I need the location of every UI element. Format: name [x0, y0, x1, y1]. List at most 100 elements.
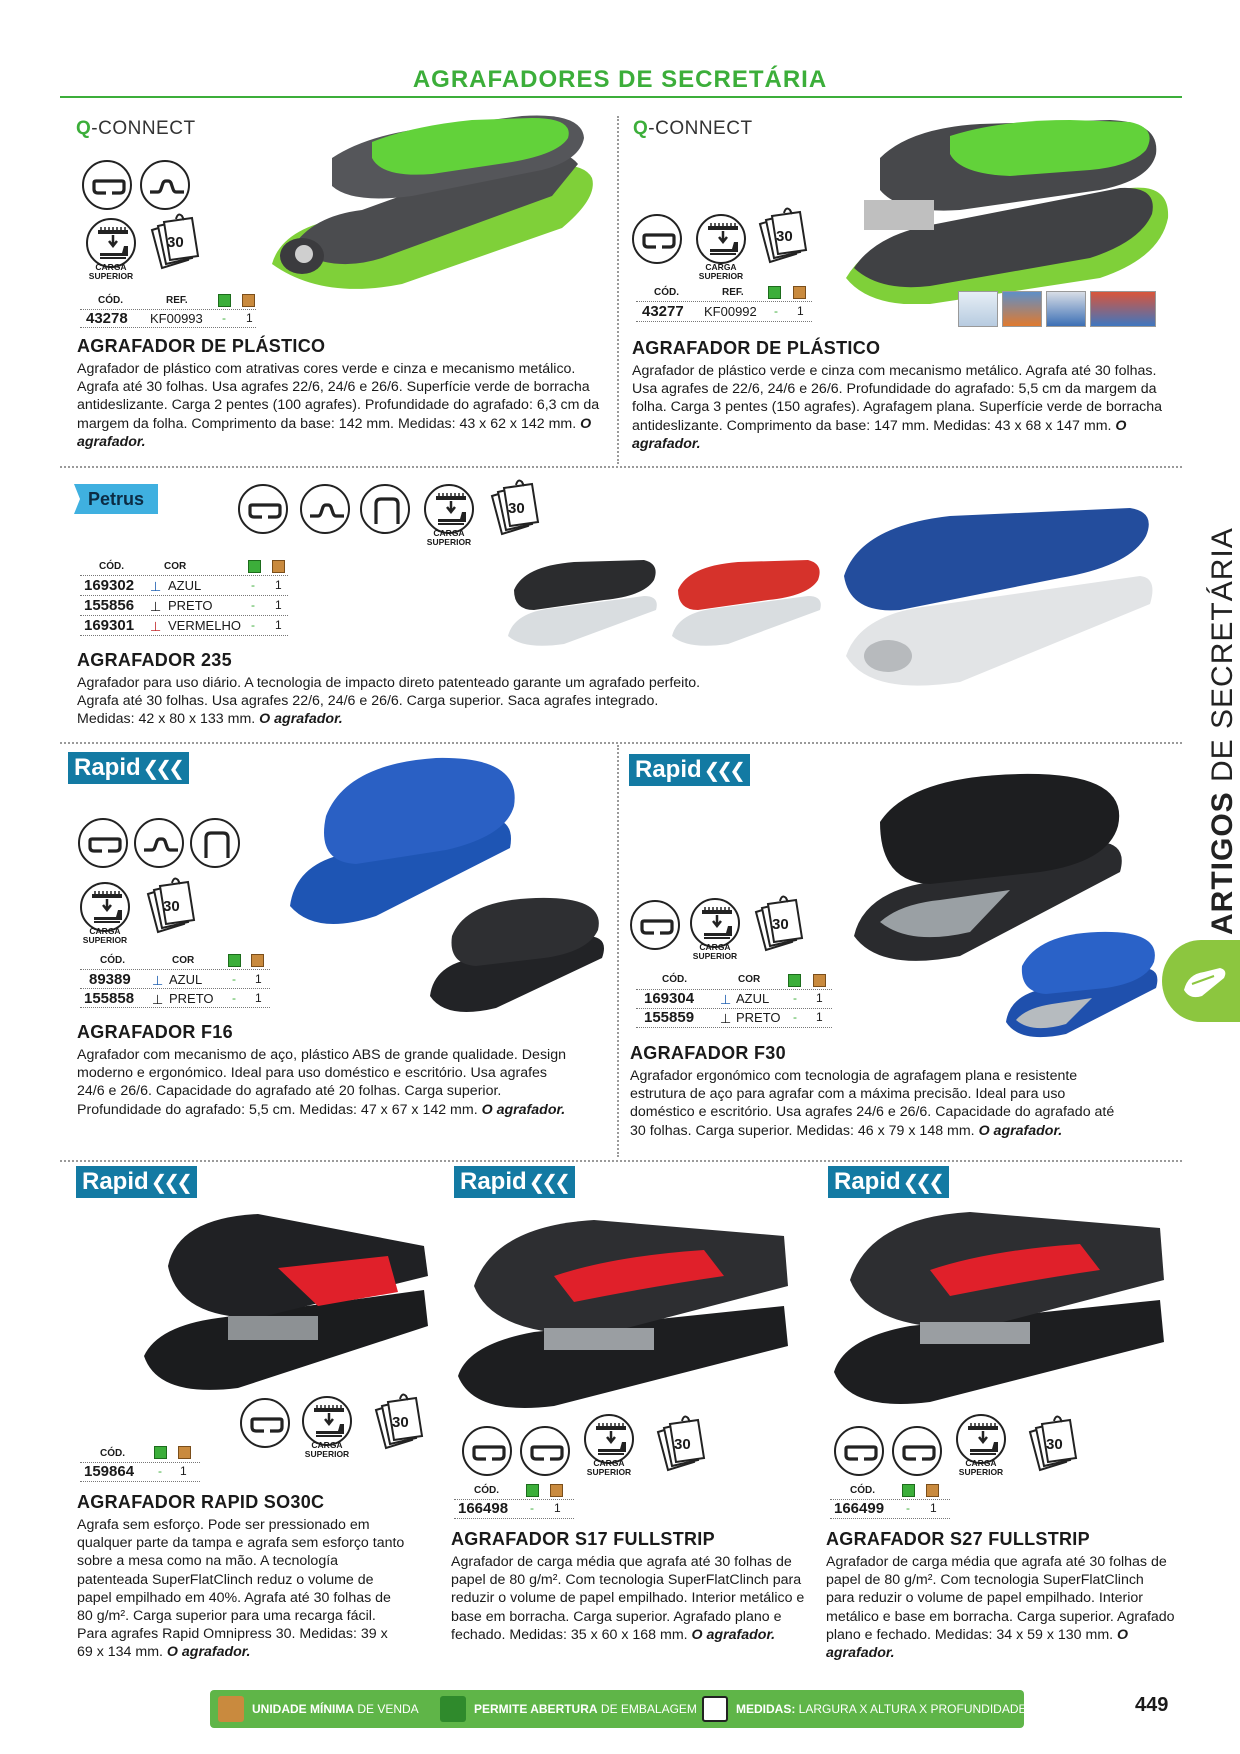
- flat-staple-icon: [300, 484, 350, 534]
- product-ref: KF00992: [704, 304, 757, 319]
- unit-box-icon: [242, 294, 255, 307]
- product-code: 169301: [84, 617, 135, 634]
- product-name: AGRAFADOR DE PLÁSTICO: [632, 338, 881, 358]
- col-cod: CÓD.: [99, 561, 124, 572]
- col-cor: COR: [164, 561, 187, 572]
- flat-staple-icon: [520, 1426, 570, 1476]
- closed-staple-icon: [834, 1426, 884, 1476]
- col-ref: REF.: [722, 287, 744, 298]
- dimensions-icon: [702, 1696, 728, 1722]
- product-name: AGRAFADOR 235: [77, 650, 232, 670]
- section-tab-icon: [1162, 940, 1240, 1022]
- col-cod: CÓD.: [662, 974, 687, 985]
- unit-box-icon: [550, 1484, 563, 1497]
- product-image-stapler-red: [672, 560, 821, 646]
- product-description: Agrafador com mecanismo de aço, plástico…: [77, 1047, 566, 1118]
- col-ref: REF.: [166, 295, 188, 306]
- product-code: 166499: [834, 1500, 885, 1517]
- product-description: Agrafa sem esforço. Pode ser pressionado…: [77, 1517, 405, 1661]
- product-image-stapler-green: [272, 115, 593, 289]
- top-loading-icon: [302, 1396, 352, 1446]
- sheets-capacity-value: 30: [776, 228, 793, 245]
- unit-qty: 1: [246, 311, 253, 325]
- product-description: Agrafador para uso diário. A tecnologia …: [77, 675, 701, 728]
- color-name: AZUL: [168, 578, 202, 593]
- top-loading-icon: [690, 898, 740, 948]
- flat-staple-icon: [630, 900, 680, 950]
- divider: [617, 745, 619, 1157]
- top-loading-icon: [80, 882, 130, 932]
- detail-image: [958, 291, 998, 327]
- product-image-stapler-green-flat: [846, 120, 1169, 304]
- brand-logo-rapid: Rapid❮❮❮: [454, 1166, 575, 1198]
- col-cod: CÓD.: [100, 955, 125, 966]
- flat-staple-icon: [134, 818, 184, 868]
- unit-box-icon: [813, 974, 826, 987]
- col-cor: COR: [172, 955, 195, 966]
- top-loading-icon: [584, 1414, 634, 1464]
- open-package-icon: [218, 294, 231, 307]
- product-description: Agrafador de carga média que agrafa até …: [451, 1554, 805, 1643]
- top-loading-icon: [696, 214, 746, 264]
- divider: [60, 1160, 1182, 1162]
- col-cod: CÓD.: [654, 287, 679, 298]
- page-number: 449: [1135, 1694, 1169, 1716]
- legend-dimensions: MEDIDAS: LARGURA X ALTURA X PROFUNDIDADE: [736, 1702, 1027, 1716]
- product-image-stapler-black-f16: [430, 897, 604, 1012]
- col-cod: CÓD.: [98, 295, 123, 306]
- open-package-icon: [788, 974, 801, 987]
- open-package-icon: [768, 286, 781, 299]
- col-cod: CÓD.: [474, 1485, 499, 1496]
- product-code: 43278: [86, 310, 128, 327]
- col-cod: CÓD.: [850, 1485, 875, 1496]
- unit-qty: 1: [554, 1501, 561, 1515]
- product-code: 43277: [642, 303, 684, 320]
- product-code: 89389: [89, 971, 131, 988]
- product-image-stapler-black: [508, 560, 657, 646]
- product-image-stapler-s27: [834, 1212, 1164, 1404]
- sheets-capacity-value: 30: [167, 234, 184, 251]
- closed-staple-icon: [82, 160, 132, 210]
- detail-image: [1090, 291, 1156, 327]
- product-ref: KF00993: [150, 311, 203, 326]
- product-description: Agrafador de carga média que agrafa até …: [826, 1554, 1175, 1662]
- color-name: PRETO: [168, 598, 213, 613]
- brand-logo-qconnect: Q-CONNECT: [633, 118, 753, 139]
- flat-staple-icon: [892, 1426, 942, 1476]
- product-code: 159864: [84, 1463, 135, 1480]
- product-name: AGRAFADOR RAPID SO30C: [77, 1492, 325, 1512]
- product-image-stapler-so30c: [144, 1214, 428, 1390]
- unit-box-icon: [218, 1696, 244, 1722]
- unit-box-icon: [926, 1484, 939, 1497]
- product-code: 155859: [644, 1009, 695, 1026]
- brand-logo-qconnect: Q-CONNECT: [76, 118, 196, 139]
- unit-box-icon: [272, 560, 285, 573]
- sheets-capacity-value: 30: [508, 500, 525, 517]
- product-code: 166498: [458, 1500, 509, 1517]
- product-image-stapler-blue-f16: [290, 757, 515, 924]
- open-package-icon: [154, 1446, 167, 1459]
- section-tab[interactable]: ARTIGOS DE SECRETÁRIA: [1206, 527, 1239, 935]
- product-code: 155856: [84, 597, 135, 614]
- color-name: AZUL: [736, 991, 770, 1006]
- closed-staple-icon: [238, 484, 288, 534]
- legend-unit: UNIDADE MÍNIMA DE VENDA: [252, 1702, 419, 1716]
- product-image-stapler-s17: [458, 1220, 788, 1408]
- title-rule: [60, 96, 1182, 98]
- unit-qty: 1: [930, 1501, 937, 1515]
- color-name: AZUL: [169, 972, 203, 987]
- product-name: AGRAFADOR S27 FULLSTRIP: [826, 1529, 1090, 1549]
- brand-logo-rapid: Rapid❮❮❮: [76, 1166, 197, 1198]
- open-staple-icon: [190, 818, 240, 868]
- top-loading-icon: [956, 1414, 1006, 1464]
- flat-staple-icon: [240, 1398, 290, 1448]
- product-description: Agrafador ergonómico com tecnologia de a…: [630, 1068, 1115, 1139]
- product-image-stapler-blue-f30: [1006, 931, 1158, 1038]
- sheets-capacity-value: 30: [1046, 1436, 1063, 1453]
